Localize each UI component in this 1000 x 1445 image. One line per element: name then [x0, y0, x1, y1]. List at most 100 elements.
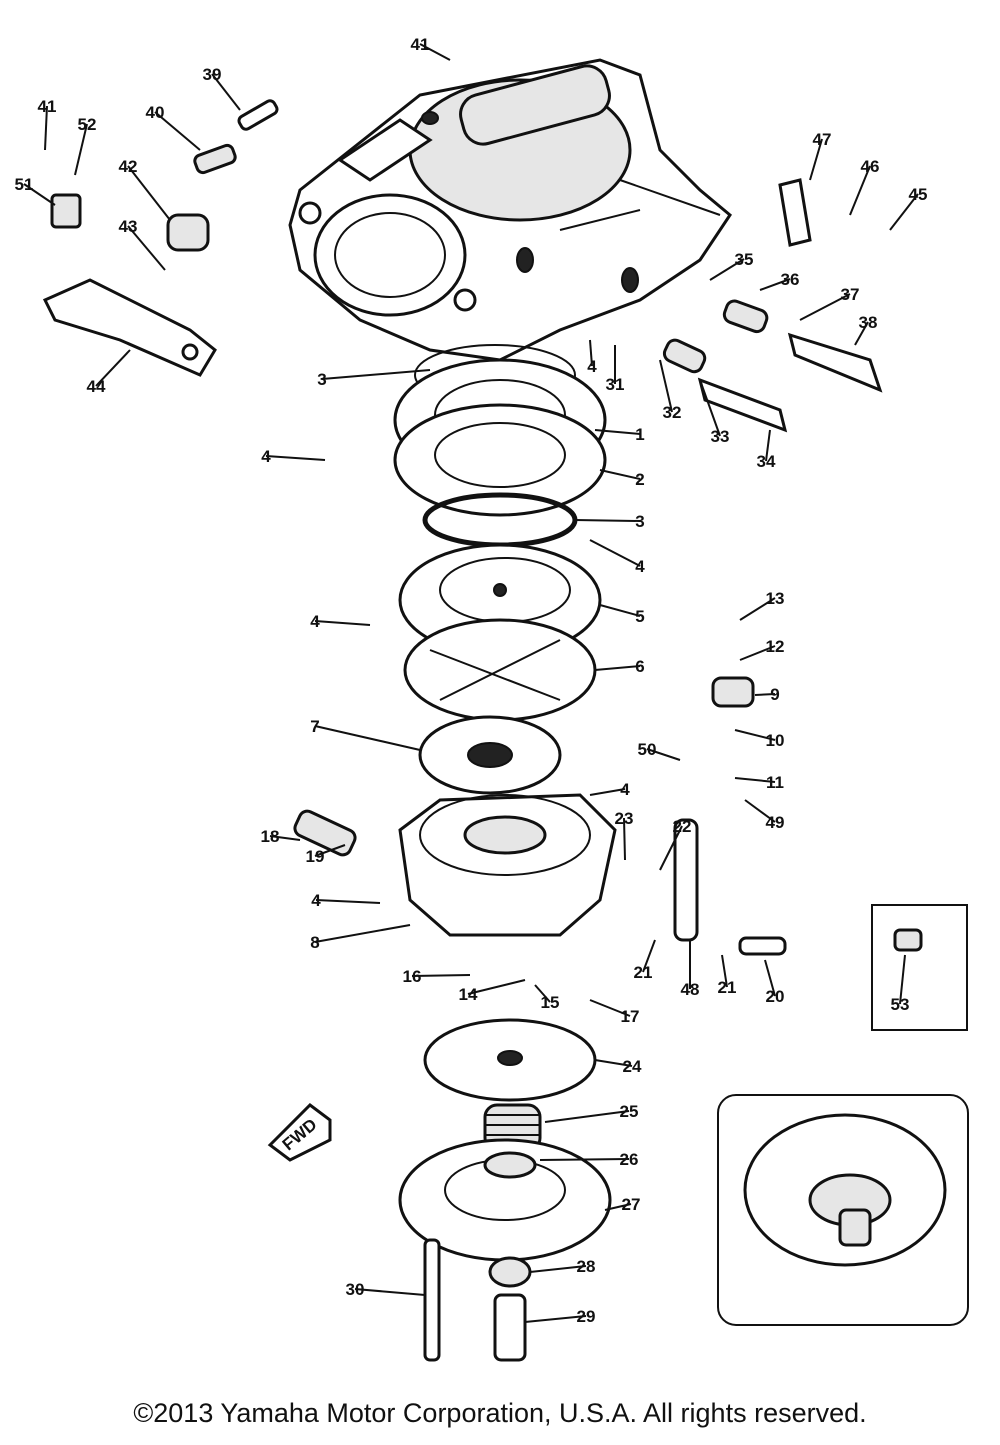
part-label-44: 44: [87, 377, 106, 396]
part-label-34: 34: [757, 452, 776, 471]
leader-line-3: [321, 369, 431, 380]
leader-line-8: [314, 924, 411, 943]
leader-line-49: [744, 799, 776, 823]
leader-line-4: [589, 339, 593, 367]
part-label-23: 23: [615, 809, 634, 828]
leader-line-9: [754, 693, 776, 696]
leader-line-14: [467, 979, 526, 995]
part-label-47: 47: [813, 130, 832, 149]
part-label-31: 31: [606, 375, 625, 394]
part-label-26: 26: [620, 1150, 639, 1169]
part-screw-30: [423, 1238, 441, 1362]
leader-line-2: [599, 469, 641, 480]
part-label-12: 12: [766, 637, 785, 656]
part-label-21: 21: [634, 963, 653, 982]
part-label-4: 4: [310, 612, 320, 631]
part-label-30: 30: [346, 1280, 365, 1299]
part-label-8: 8: [310, 933, 319, 952]
leader-line-1: [594, 429, 641, 435]
leader-line-44: [95, 349, 131, 387]
leader-line-51: [23, 183, 56, 206]
leader-line-46: [849, 165, 871, 216]
part-screw-38: [787, 332, 883, 393]
leader-line-26: [539, 1158, 630, 1161]
part-label-3: 3: [635, 512, 644, 531]
part-bolt-29: [493, 1293, 527, 1362]
part-label-6: 6: [635, 657, 644, 676]
leader-line-36: [759, 278, 791, 291]
copyright-text: ©2013 Yamaha Motor Corporation, U.S.A. A…: [133, 1398, 867, 1428]
fwd-arrow: [267, 1103, 332, 1162]
leader-line-45: [889, 193, 919, 231]
leader-line-21: [642, 939, 656, 973]
part-diaphragm-7: [418, 715, 562, 795]
part-gasket-2: [393, 403, 607, 517]
part-label-20: 20: [766, 987, 785, 1006]
part-label-4: 4: [261, 447, 271, 466]
part-label-4: 4: [587, 357, 597, 376]
leader-line-4: [589, 788, 626, 796]
part-label-43: 43: [119, 217, 138, 236]
leader-line-53: [899, 954, 906, 1005]
leader-line-4: [314, 620, 371, 626]
part-label-19: 19: [306, 847, 325, 866]
leader-line-50: [646, 748, 681, 761]
leader-line-7: [314, 725, 421, 751]
part-label-17: 17: [621, 1007, 640, 1026]
leader-line-6: [594, 665, 641, 671]
part-label-29: 29: [577, 1307, 596, 1326]
inset-detail: [717, 1094, 969, 1326]
part-nut-28: [488, 1256, 532, 1288]
part-label-4: 4: [311, 891, 321, 910]
part-lever-44: [42, 278, 217, 377]
leader-line-24: [594, 1059, 633, 1067]
leader-line-19: [314, 844, 346, 857]
part-spring-37: [722, 299, 769, 334]
leader-line-27: [604, 1203, 632, 1211]
part-label-4: 4: [635, 557, 645, 576]
leader-line-10: [734, 729, 776, 741]
part-label-36: 36: [781, 270, 800, 289]
leader-line-4: [265, 455, 326, 461]
leader-line-43: [127, 225, 166, 271]
leader-line-35: [709, 258, 745, 281]
part-label-9: 9: [770, 685, 779, 704]
leader-line-38: [854, 321, 869, 346]
part-label-42: 42: [119, 157, 138, 176]
leader-line-12: [739, 645, 776, 661]
carburetor-body: [288, 58, 732, 362]
part-label-16: 16: [403, 967, 422, 986]
part-fitting-9: [711, 676, 755, 708]
part-label-15: 15: [541, 993, 560, 1012]
leader-line-41: [419, 43, 451, 61]
part-label-46: 46: [861, 157, 880, 176]
part-label-14: 14: [459, 985, 478, 1004]
leader-line-16: [411, 974, 471, 977]
leader-line-23: [623, 817, 626, 861]
part-gasket-6: [403, 618, 597, 722]
part-label-28: 28: [577, 1257, 596, 1276]
inset-box-53: [871, 904, 968, 1031]
part-pipe-48: [673, 818, 699, 942]
leader-line-29: [524, 1315, 587, 1323]
part-label-1: 1: [635, 425, 644, 444]
part-label-41: 41: [38, 97, 57, 116]
part-screw-39: [237, 99, 279, 131]
part-bracket-47: [778, 178, 812, 247]
leader-line-33: [699, 379, 721, 437]
leader-line-34: [765, 429, 771, 462]
part-plug-42: [166, 213, 210, 252]
part-label-33: 33: [711, 427, 730, 446]
part-diaphragm-24: [423, 1018, 597, 1102]
part-label-13: 13: [766, 589, 785, 608]
leader-line-41: [44, 105, 48, 151]
leader-line-17: [589, 999, 631, 1017]
part-pump-body-8: [398, 793, 617, 937]
part-screw-40: [193, 143, 237, 175]
part-label-49: 49: [766, 813, 785, 832]
leader-line-40: [154, 111, 201, 151]
part-label-22: 22: [673, 817, 692, 836]
part-label-48: 48: [681, 980, 700, 999]
leader-line-13: [739, 597, 776, 621]
